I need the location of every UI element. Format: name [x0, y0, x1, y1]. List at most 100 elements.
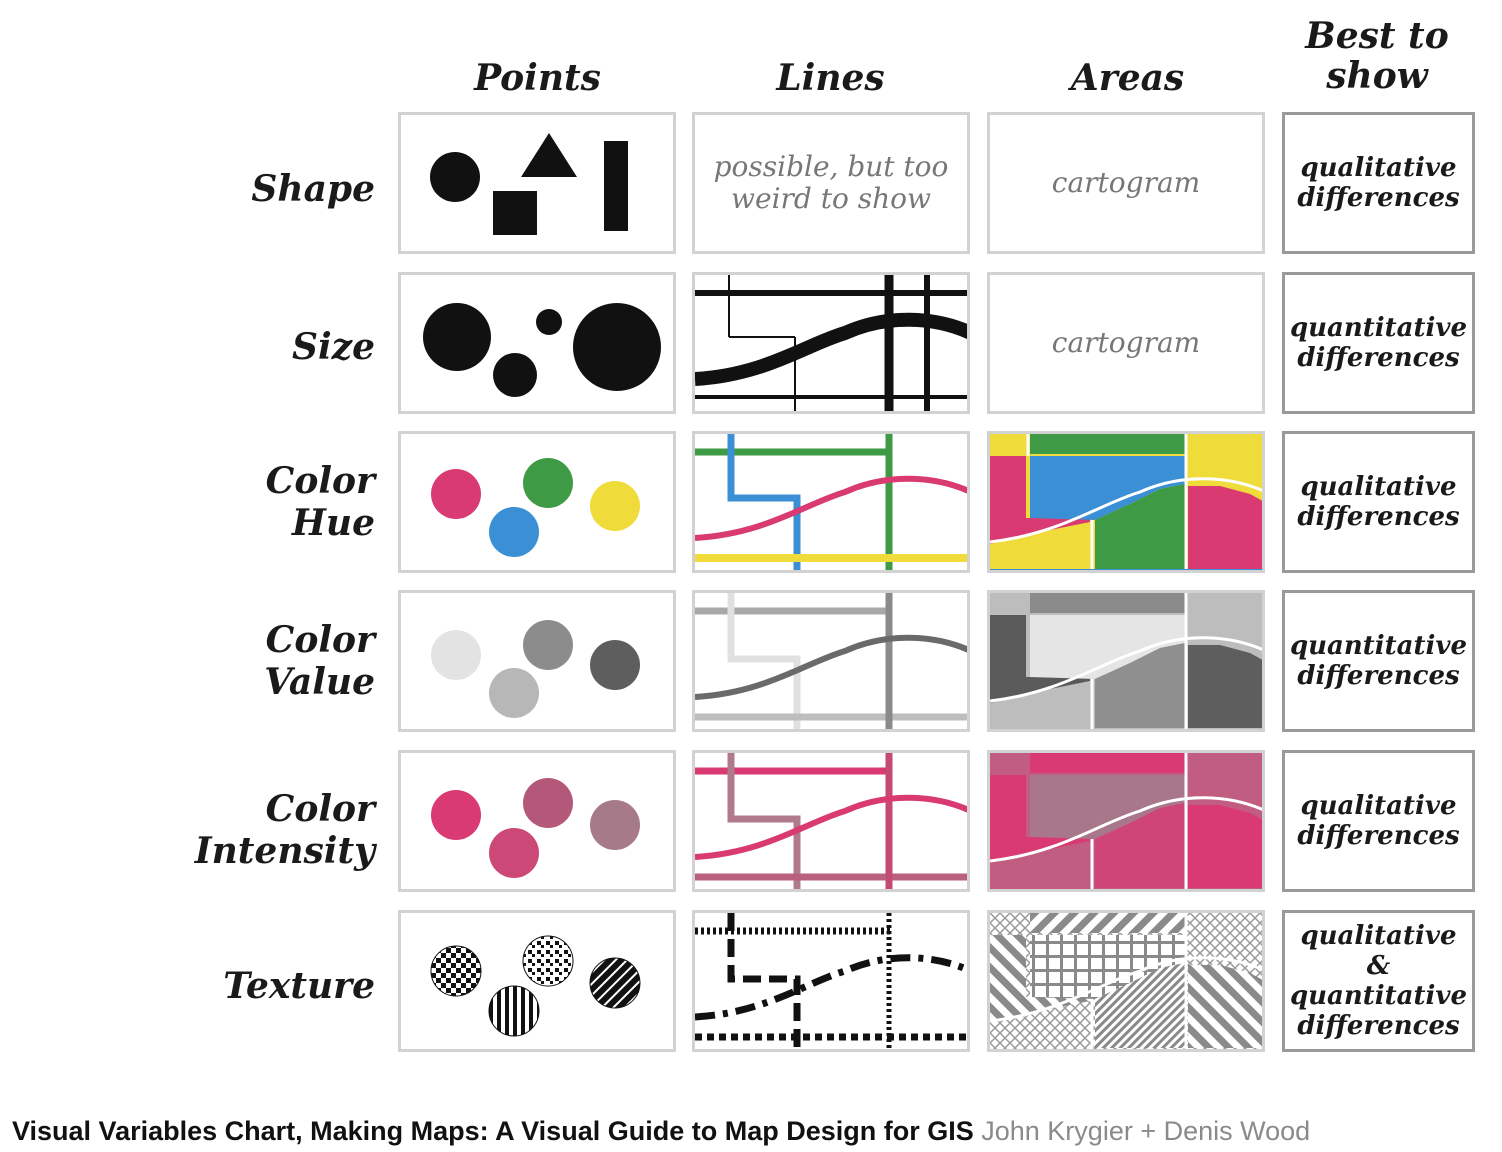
- texture-area-top: [1030, 913, 1185, 933]
- size-lines-graphic: [695, 275, 967, 411]
- hue-areas-graphic: [990, 434, 1262, 570]
- best-color-intensity: qualitative differences: [1282, 750, 1475, 892]
- best-color-intensity-line-1: qualitative: [1300, 791, 1457, 821]
- best-shape-line-1: qualitative: [1300, 153, 1457, 183]
- intensity-circle-3: [489, 828, 539, 878]
- best-color-hue-line-1: qualitative: [1300, 472, 1457, 502]
- shape-points-graphic: [430, 133, 628, 235]
- row-label-shape: Shape: [150, 168, 375, 210]
- value-area-lightest: [1030, 615, 1185, 679]
- value-areas-graphic: [990, 593, 1262, 729]
- column-header-best-to-show: Best to show: [1282, 16, 1472, 96]
- hue-area-blue: [1030, 456, 1185, 520]
- row-label-color-value: Color Value: [150, 619, 375, 703]
- cell-size-areas: cartogram: [987, 272, 1265, 414]
- cell-hue-points: [398, 431, 676, 573]
- row-label-size-line-1: Size: [291, 326, 375, 368]
- size-points-graphic: [423, 303, 661, 397]
- texture-circle-diagonal: [589, 957, 641, 1009]
- hue-points-graphic: [431, 458, 640, 557]
- row-label-color-hue-line-1: Color: [265, 460, 375, 502]
- row-label-color-intensity-line-2: Intensity: [194, 830, 375, 872]
- hue-area-bottom-blue: [990, 569, 1262, 570]
- figure-caption: Visual Variables Chart, Making Maps: A V…: [12, 1116, 1310, 1147]
- hue-area-green-mid: [1095, 484, 1185, 569]
- texture-areas-graphic: [990, 913, 1262, 1049]
- value-area-curve: [990, 636, 1262, 703]
- value-area-dark-right: [1188, 645, 1262, 728]
- best-shape-line-2: differences: [1297, 183, 1460, 213]
- row-label-color-hue-line-2: Hue: [291, 502, 375, 544]
- cell-shape-areas: cartogram: [987, 112, 1265, 254]
- value-points-graphic: [431, 620, 640, 718]
- cell-texture-areas: [987, 910, 1265, 1052]
- row-label-size: Size: [150, 326, 375, 368]
- intensity-points-graphic: [431, 778, 640, 878]
- hue-lines-graphic: [695, 434, 967, 570]
- row-label-shape-line-1: Shape: [251, 168, 375, 210]
- row-label-color-value-line-2: Value: [264, 661, 375, 703]
- shape-lines-note-line-2: weird to show: [731, 182, 931, 215]
- texture-circle-check: [430, 945, 482, 997]
- value-area-mid: [1095, 643, 1185, 728]
- column-header-best-line-1: Best to: [1305, 15, 1449, 57]
- cell-shape-lines: possible, but too weird to show: [692, 112, 970, 254]
- best-color-value: quantitative differences: [1282, 590, 1475, 732]
- intensity-line-steps: [727, 753, 801, 889]
- size-circle-medium: [493, 353, 537, 397]
- cell-value-lines: [692, 590, 970, 732]
- hue-circle-magenta: [431, 469, 481, 519]
- best-color-value-line-1: quantitative: [1289, 631, 1468, 661]
- size-line-curve: [695, 312, 967, 386]
- texture-circle-dots: [522, 935, 574, 987]
- shape-bar: [604, 141, 628, 231]
- caption-authors: John Krygier + Denis Wood: [981, 1116, 1311, 1146]
- texture-lines-graphic: [695, 913, 967, 1049]
- cell-intensity-lines: [692, 750, 970, 892]
- best-shape: qualitative differences: [1282, 112, 1475, 254]
- size-circle-large: [423, 303, 491, 371]
- column-header-lines: Lines: [776, 57, 885, 99]
- best-color-hue: qualitative differences: [1282, 431, 1475, 573]
- best-size: quantitative differences: [1282, 272, 1475, 414]
- value-circle-lightest: [431, 630, 481, 680]
- cell-size-lines: [692, 272, 970, 414]
- best-color-intensity-line-2: differences: [1297, 821, 1460, 851]
- column-header-best-line-2: show: [1326, 55, 1428, 97]
- intensity-circle-1: [431, 790, 481, 840]
- cell-hue-areas: [987, 431, 1265, 573]
- row-label-color-intensity: Color Intensity: [150, 788, 375, 872]
- value-circle-mid: [523, 620, 573, 670]
- best-color-value-line-2: differences: [1297, 661, 1460, 691]
- shape-lines-note-line-1: possible, but too: [713, 150, 949, 183]
- column-header-areas: Areas: [1070, 57, 1185, 99]
- row-label-color-hue: Color Hue: [150, 460, 375, 544]
- intensity-circle-4: [590, 800, 640, 850]
- value-area-top: [1030, 593, 1185, 613]
- hue-line-magenta-curve: [695, 475, 967, 541]
- intensity-lines-graphic: [695, 753, 967, 889]
- best-texture-line-1: qualitative &: [1300, 921, 1457, 981]
- cell-value-areas: [987, 590, 1265, 732]
- texture-line-curve-dashdot: [695, 954, 967, 1021]
- hue-area-green-top: [1030, 434, 1185, 454]
- value-circle-dark: [590, 640, 640, 690]
- texture-area-curve: [990, 956, 1262, 1023]
- texture-points-graphic: [430, 935, 641, 1037]
- texture-line-dashed-steps: [727, 913, 801, 1049]
- texture-area-right: [1188, 965, 1262, 1048]
- texture-area-fine: [1095, 963, 1185, 1048]
- intensity-area-muted: [1030, 775, 1185, 839]
- intensity-area-top: [1030, 753, 1185, 773]
- hue-line-blue: [727, 434, 801, 570]
- row-label-color-intensity-line-1: Color: [265, 788, 375, 830]
- shape-areas-note: cartogram: [1051, 166, 1201, 199]
- intensity-line-curve: [695, 794, 967, 860]
- cell-intensity-points: [398, 750, 676, 892]
- cell-hue-lines: [692, 431, 970, 573]
- intensity-area-curve: [990, 796, 1262, 863]
- cell-value-points: [398, 590, 676, 732]
- best-color-hue-line-2: differences: [1297, 502, 1460, 532]
- value-line-light-steps: [727, 593, 801, 729]
- hue-area-curve: [990, 477, 1262, 544]
